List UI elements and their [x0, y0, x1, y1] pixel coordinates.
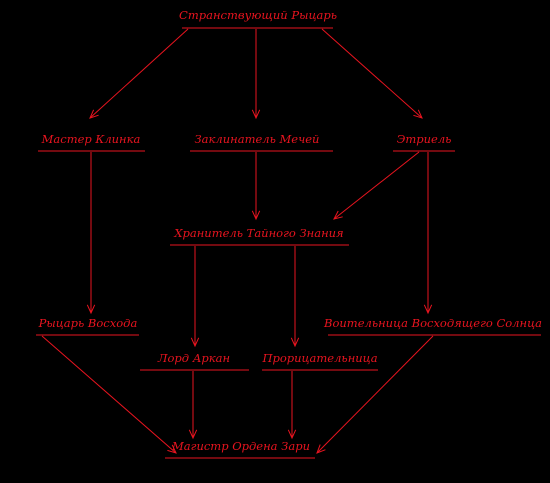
node-label: Рыцарь Восхода [38, 316, 138, 330]
node-label: Лорд Аркан [157, 351, 230, 365]
node-label: Магистр Ордена Зари [171, 439, 310, 453]
node-order-of-dawn-magister: Магистр Ордена Зари [165, 439, 315, 459]
node-label: Прорицательница [261, 351, 377, 365]
arrowhead-icon [167, 444, 177, 454]
node-label: Мастер Клинка [41, 132, 141, 146]
node-sword-enchanter: Заклинатель Мечей [190, 132, 333, 152]
node-blade-master: Мастер Клинка [38, 132, 145, 152]
edge-lord-arcane-to-order-of-dawn-magister [188, 371, 198, 440]
edge-wandering-knight-to-sword-enchanter [251, 29, 261, 120]
node-label: Воительница Восходящего Солнца [323, 316, 542, 330]
arrowhead-icon [190, 337, 200, 348]
edge-line [333, 151, 420, 220]
node-label: Этриель [397, 132, 452, 146]
node-rising-sun-warrior: Воительница Восходящего Солнца [323, 316, 542, 336]
edge-sword-enchanter-to-secret-knowledge-keeper [251, 152, 261, 221]
node-etriel: Этриель [393, 132, 455, 152]
arrowhead-icon [86, 304, 96, 315]
edge-etriel-to-secret-knowledge-keeper [333, 151, 420, 220]
edge-dawn-knight-to-order-of-dawn-magister [41, 335, 177, 454]
edge-line [316, 335, 434, 454]
edge-prophetess-to-order-of-dawn-magister [287, 371, 297, 440]
node-label: Заклинатель Мечей [195, 132, 320, 146]
edges-layer [41, 28, 434, 454]
arrowhead-icon [316, 444, 326, 454]
arrowhead-icon [89, 109, 99, 119]
node-prophetess: Прорицательница [261, 351, 378, 371]
node-secret-knowledge-keeper: Хранитель Тайного Знания [170, 226, 349, 246]
edge-line [321, 28, 423, 119]
edge-secret-knowledge-keeper-to-prophetess [290, 246, 300, 348]
arrowhead-icon [290, 337, 300, 348]
arrowhead-icon [251, 210, 261, 221]
edge-secret-knowledge-keeper-to-lord-arcane [190, 246, 200, 348]
edge-line [89, 28, 189, 119]
arrowhead-icon [251, 109, 261, 120]
edge-line [41, 335, 177, 454]
edge-rising-sun-warrior-to-order-of-dawn-magister [316, 335, 434, 454]
node-dawn-knight: Рыцарь Восхода [36, 316, 139, 336]
node-wandering-knight: Странствующий Рыцарь [179, 8, 337, 29]
node-label: Странствующий Рыцарь [179, 8, 337, 22]
edge-blade-master-to-dawn-knight [86, 152, 96, 315]
edge-wandering-knight-to-etriel [321, 28, 423, 119]
arrowhead-icon [188, 429, 198, 440]
node-label: Хранитель Тайного Знания [173, 226, 343, 240]
edge-wandering-knight-to-blade-master [89, 28, 189, 119]
arrowhead-icon [287, 429, 297, 440]
node-lord-arcane: Лорд Аркан [140, 351, 249, 371]
arrowhead-icon [413, 109, 423, 119]
arrowhead-icon [423, 304, 433, 315]
arrowhead-icon [333, 210, 343, 220]
edge-etriel-to-rising-sun-warrior [423, 152, 433, 315]
